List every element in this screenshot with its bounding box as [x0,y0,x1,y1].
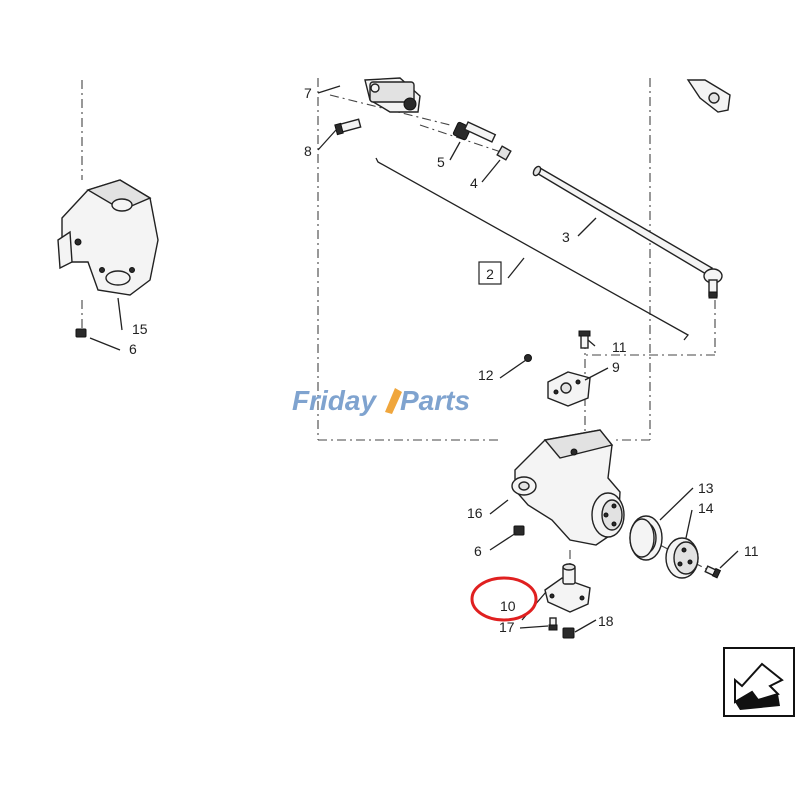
hub-cap-14 [665,537,699,579]
callout-4: 4 [470,175,478,191]
callout-10: 10 [500,598,516,614]
tie-rod-tube [532,165,723,299]
watermark: Friday Parts [292,385,470,416]
main-steering-knuckle [511,429,625,546]
nut-18 [562,627,575,639]
cover-plate-9 [547,371,591,407]
highlight-circle [470,576,538,622]
callout-6-main: 6 [474,543,482,559]
callout-11-side: 11 [744,543,759,559]
watermark-mark [385,388,402,414]
bolt-11-side [704,565,722,579]
nut-6-main [513,525,525,536]
callout-box-2 [478,261,502,285]
callout-17: 17 [499,619,515,635]
nipple-12 [524,354,532,362]
callout-labels: 2 3 4 5 6 6 7 8 9 10 11 11 12 13 14 15 1… [129,85,759,635]
bolt-17 [548,617,558,631]
left-bolt-6 [75,328,87,338]
bolt-8 [334,118,362,136]
callout-14: 14 [698,500,714,516]
callout-9: 9 [612,359,620,375]
callout-15: 15 [132,321,148,337]
callout-18: 18 [598,613,614,629]
callout-8: 8 [304,143,312,159]
callout-3: 3 [562,229,570,245]
tie-rod-end-5 [452,121,497,143]
callout-7: 7 [304,85,312,101]
watermark-text-friday: Friday [292,385,377,416]
center-lines [81,78,716,590]
callout-6-left: 6 [129,341,137,357]
nut-4 [496,145,512,161]
callout-5: 5 [437,154,445,170]
assembly-bracket [375,157,689,341]
back-arrow-icon[interactable] [723,647,795,717]
callout-2: 2 [486,266,494,282]
bolt-11-top [578,330,591,349]
callout-16: 16 [467,505,483,521]
left-steering-knuckle [57,179,159,296]
tie-rod-clamp [364,77,421,113]
watermark-text-parts: Parts [400,385,470,416]
lower-arm-10 [544,563,591,613]
upper-arm-partial [686,79,731,113]
callout-12: 12 [478,367,494,383]
callout-13: 13 [698,480,714,496]
callout-11-top: 11 [612,339,627,355]
seal-13 [629,515,663,561]
